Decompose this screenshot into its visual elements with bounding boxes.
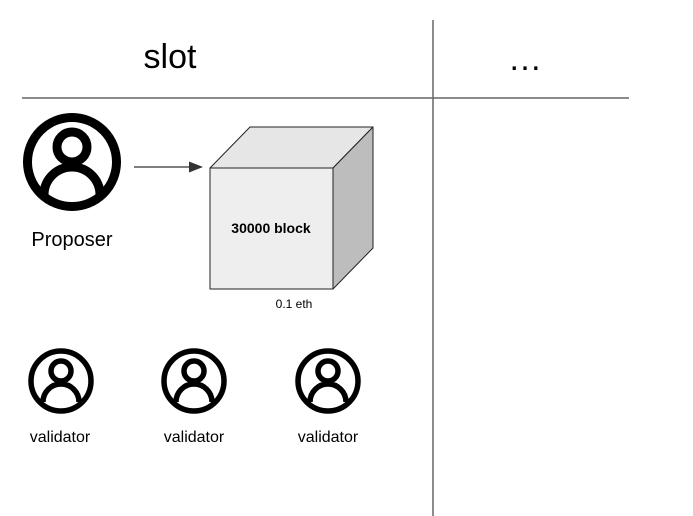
proposer-label: Proposer <box>31 229 113 251</box>
slot-column-title: slot <box>143 38 197 76</box>
next-slot-column-title: … <box>508 40 542 78</box>
cube-front-face <box>209 167 334 290</box>
block-label: 30000 block <box>231 220 311 236</box>
validator-user-icon-3 <box>295 348 361 414</box>
validator-label-3: validator <box>297 429 359 446</box>
block-price-label: 0.1 eth <box>275 297 313 311</box>
validator-user-icon-2 <box>161 348 227 414</box>
validator-label-2: validator <box>163 429 225 446</box>
validator-user-icon-1 <box>28 348 94 414</box>
proposer-user-icon <box>23 113 121 211</box>
proposer-to-block-arrow <box>134 161 203 173</box>
validator-label-1: validator <box>29 429 91 446</box>
block-cube-icon <box>209 126 374 290</box>
